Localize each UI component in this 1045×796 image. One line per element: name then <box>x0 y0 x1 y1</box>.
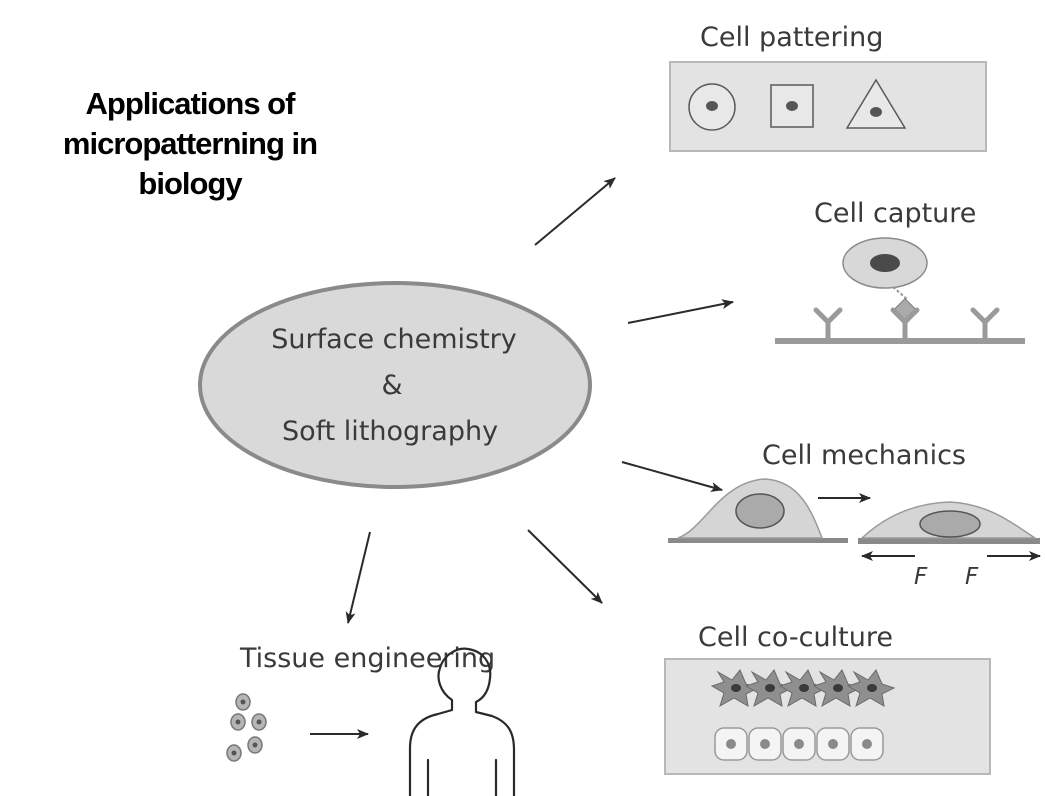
slide-title: Applications of micropatterning in biolo… <box>20 84 360 204</box>
epithelial-nucleus <box>828 739 838 749</box>
antibody-right <box>970 307 1000 341</box>
stellate-cell-row <box>710 669 896 708</box>
square-pattern-nucleus <box>786 101 798 111</box>
nucleus-left <box>735 493 785 529</box>
captured-antigen <box>892 297 918 323</box>
cell-coculture-panel: Cell co-culture <box>664 622 991 775</box>
stellate-nucleus <box>833 684 843 692</box>
cell-mechanics-panel: Cell mechanics F F <box>668 440 1041 590</box>
title-line-1: Applications of <box>85 86 296 121</box>
stellate-nucleus <box>765 684 775 692</box>
force-label-right: F <box>965 564 979 590</box>
cluster-nucleus <box>240 699 246 705</box>
epithelial-nucleus <box>794 739 804 749</box>
cluster-nucleus <box>252 742 258 748</box>
arrow-to-cell-coculture <box>527 529 603 604</box>
stellate-nucleus <box>867 684 877 692</box>
cell-coculture-label: Cell co-culture <box>698 622 893 653</box>
cluster-nucleus <box>235 719 241 725</box>
epithelial-nucleus <box>862 739 872 749</box>
epithelial-nucleus <box>726 739 736 749</box>
stellate-nucleus <box>799 684 809 692</box>
circle-pattern-nucleus <box>706 101 718 111</box>
mechanics-substrate-left <box>668 538 848 543</box>
antibody-left <box>813 307 843 341</box>
epithelial-cell-row <box>714 727 884 761</box>
title-line-2: micropatterning in <box>62 126 318 161</box>
epithelial-nucleus <box>760 739 770 749</box>
nucleus-right <box>919 510 981 538</box>
stellate-nucleus <box>731 684 741 692</box>
cell-capture-label: Cell capture <box>814 198 976 229</box>
connector-arrows <box>345 177 734 624</box>
cluster-nucleus <box>231 750 237 756</box>
capture-linker <box>892 286 909 301</box>
arrow-to-cell-capture <box>627 299 734 324</box>
cell-pattering-label: Cell pattering <box>700 22 883 53</box>
human-body-icon <box>408 647 516 796</box>
cell-pattering-panel: Cell pattering <box>669 22 987 152</box>
title-line-3: biology <box>138 166 242 201</box>
arrow-to-cell-mechanics <box>621 461 723 492</box>
center-line-1: Surface chemistry <box>271 324 517 355</box>
cluster-nucleus <box>256 719 262 725</box>
antibody-middle <box>890 307 920 341</box>
mechanics-substrate-right <box>858 538 1040 544</box>
arrow-to-cell-pattering <box>534 177 616 246</box>
capture-substrate <box>775 338 1025 344</box>
central-ellipse <box>198 281 592 489</box>
cell-cluster-nuclei <box>231 699 262 756</box>
center-line-2: & <box>381 370 402 401</box>
center-line-3: Soft lithography <box>282 416 498 447</box>
human-arm-lines <box>426 758 498 796</box>
tissue-engineering-panel: Tissue engineering <box>226 643 516 796</box>
central-node: Surface chemistry & Soft lithography <box>198 281 592 489</box>
cell-capture-panel: Cell capture <box>775 198 1025 344</box>
captured-cell-nucleus <box>870 254 900 272</box>
force-label-left: F <box>914 564 928 590</box>
arrow-to-tissue-engineering <box>345 531 371 624</box>
tissue-engineering-label: Tissue engineering <box>239 643 495 674</box>
triangle-pattern-shape <box>845 78 907 129</box>
cell-mechanics-label: Cell mechanics <box>762 440 966 471</box>
triangle-pattern-nucleus <box>870 107 882 117</box>
